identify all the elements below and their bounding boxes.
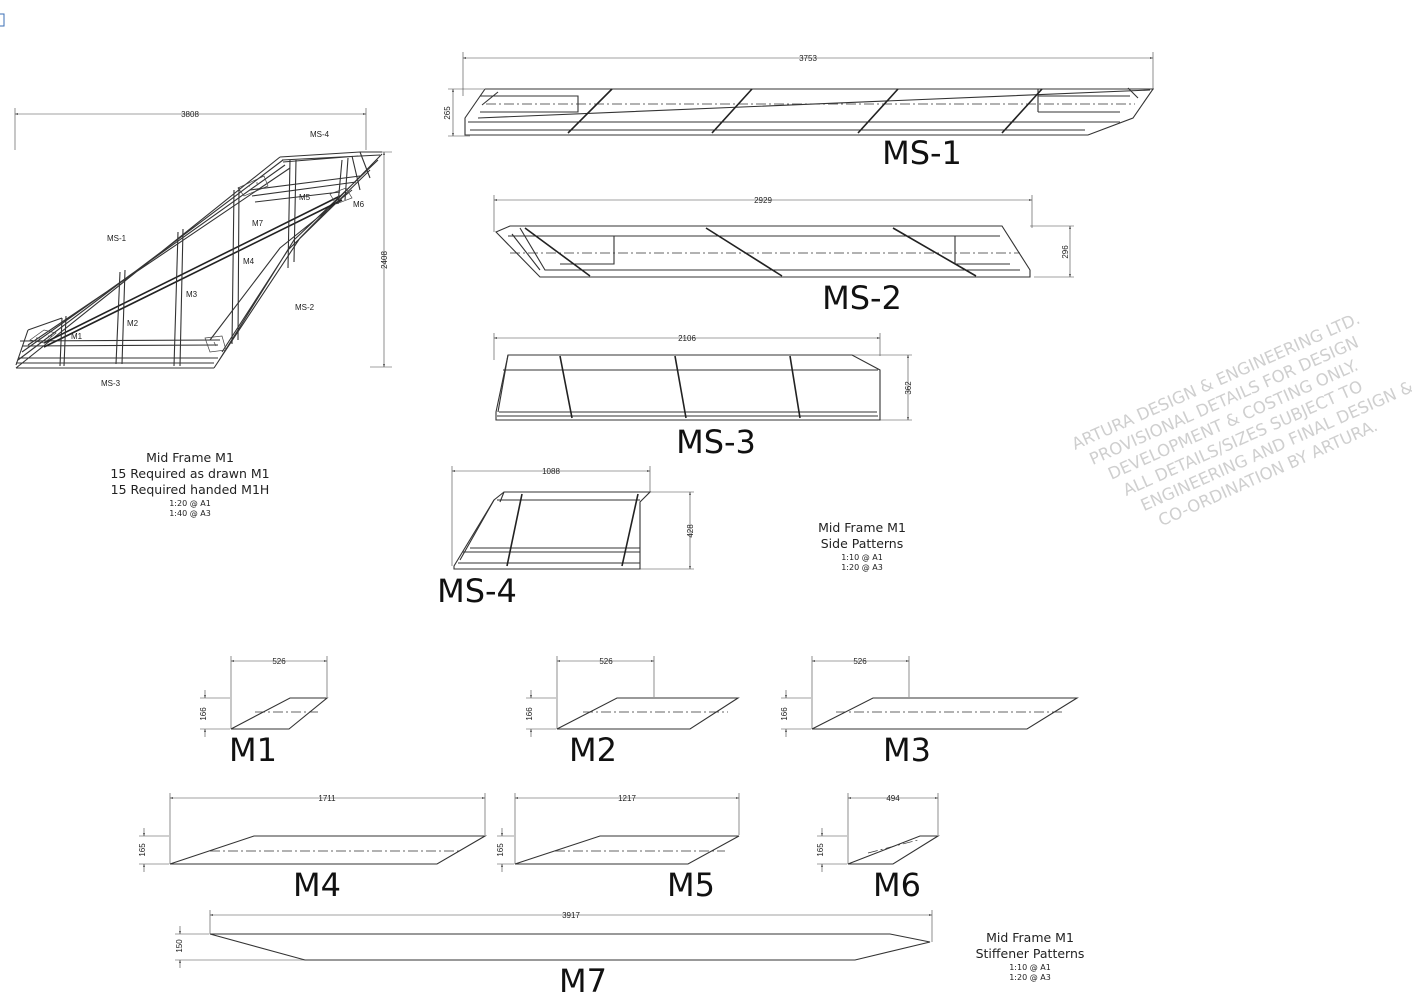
assembly-label-ms4: MS-4 (310, 130, 330, 139)
m6-height-text: 165 (816, 843, 825, 857)
part-m5: 1217 165 M5 (496, 793, 740, 904)
m4-height-text: 165 (138, 843, 147, 857)
stiffener-patterns-subtitle: Stiffener Patterns (976, 946, 1085, 961)
m3-length-text: 526 (853, 657, 867, 666)
assembly-label-m1: M1 (71, 332, 83, 341)
m1-length-text: 526 (272, 657, 286, 666)
mid-frame-scale1: 1:20 @ A1 (169, 499, 211, 508)
assembly-label-m4: M4 (243, 257, 255, 266)
m7-label: M7 (559, 962, 607, 1000)
assembly-label-m7: M7 (252, 219, 264, 228)
ms4-length-text: 1088 (542, 467, 560, 476)
part-ms4: 1088 428 MS-4 (437, 466, 695, 610)
ms2-label: MS-2 (822, 279, 902, 317)
assembly-height-text: 2408 (380, 251, 389, 269)
assembly-width-text: 3808 (181, 110, 199, 119)
part-ms3: 2106 362 MS-3 (493, 333, 913, 461)
side-patterns-subtitle: Side Patterns (821, 536, 904, 551)
mid-frame-scale2: 1:40 @ A3 (169, 509, 211, 518)
stiffener-patterns-note: Mid Frame M1 Stiffener Patterns 1:10 @ A… (976, 930, 1085, 982)
corner-mark (0, 13, 5, 27)
m4-label: M4 (293, 866, 341, 904)
part-m6: 494 165 M6 (816, 793, 940, 904)
assembly-label-m3: M3 (186, 290, 198, 299)
mid-frame-note: Mid Frame M1 15 Required as drawn M1 15 … (110, 450, 269, 518)
ms4-height-text: 428 (686, 524, 695, 538)
assembly-label-ms2: MS-2 (295, 303, 315, 312)
m5-length-text: 1217 (618, 794, 636, 803)
m2-length-text: 526 (599, 657, 613, 666)
assembly-label-m6: M6 (353, 200, 365, 209)
side-patterns-note: Mid Frame M1 Side Patterns 1:10 @ A1 1:2… (818, 520, 906, 572)
assembly-label-m2: M2 (127, 319, 139, 328)
m2-height-text: 166 (525, 707, 534, 721)
part-m4: 1711 165 M4 (138, 793, 488, 904)
ms1-length-text: 3753 (799, 54, 817, 63)
ms1-height-text: 265 (443, 106, 452, 120)
assembly-width-dimension: 3808 (14, 108, 367, 150)
ms3-length-text: 2106 (678, 334, 696, 343)
ms4-label: MS-4 (437, 572, 517, 610)
part-m2: 526 166 M2 (525, 656, 740, 769)
assembly-label-ms1: MS-1 (107, 234, 127, 243)
ms3-label: MS-3 (676, 423, 756, 461)
m4-length-text: 1711 (318, 794, 336, 803)
m7-length-text: 3917 (562, 911, 580, 920)
m3-label: M3 (883, 731, 931, 769)
mid-frame-line1: 15 Required as drawn M1 (110, 466, 269, 481)
assembly-label-ms3: MS-3 (101, 379, 121, 388)
stiffener-patterns-title: Mid Frame M1 (986, 930, 1074, 945)
m7-height-text: 150 (175, 939, 184, 953)
ms2-height-text: 296 (1061, 245, 1070, 259)
m2-label: M2 (569, 731, 617, 769)
stiffener-patterns-scale1: 1:10 @ A1 (1009, 963, 1051, 972)
part-m3: 526 166 M3 (780, 656, 1079, 769)
ms1-label: MS-1 (882, 134, 962, 172)
part-m7: 3917 150 M7 (175, 910, 933, 1000)
ms2-length-text: 2929 (754, 196, 772, 205)
assembly-label-m5: M5 (299, 193, 311, 202)
m1-height-text: 166 (199, 707, 208, 721)
mid-frame-title: Mid Frame M1 (146, 450, 234, 465)
side-patterns-title: Mid Frame M1 (818, 520, 906, 535)
m6-label: M6 (873, 866, 921, 904)
m1-label: M1 (229, 731, 277, 769)
m3-height-text: 166 (780, 707, 789, 721)
watermark: ARTURA DESIGN & ENGINEERING LTD. PROVISI… (1069, 309, 1412, 530)
assembly-view: 3808 2408 MS-4 MS-1 (14, 108, 392, 388)
m5-height-text: 165 (496, 843, 505, 857)
part-ms1: 3753 265 MS-1 (443, 52, 1155, 172)
side-patterns-scale2: 1:20 @ A3 (841, 563, 883, 572)
m6-length-text: 494 (886, 794, 900, 803)
part-m1: 526 166 M1 (199, 656, 329, 769)
ms3-height-text: 362 (904, 381, 913, 395)
side-patterns-scale1: 1:10 @ A1 (841, 553, 883, 562)
assembly-height-dimension: 2408 (370, 151, 392, 368)
part-ms2: 2929 296 MS-2 (493, 195, 1074, 317)
mid-frame-line2: 15 Required handed M1H (111, 482, 270, 497)
stiffener-patterns-scale2: 1:20 @ A3 (1009, 973, 1051, 982)
m5-label: M5 (667, 866, 715, 904)
